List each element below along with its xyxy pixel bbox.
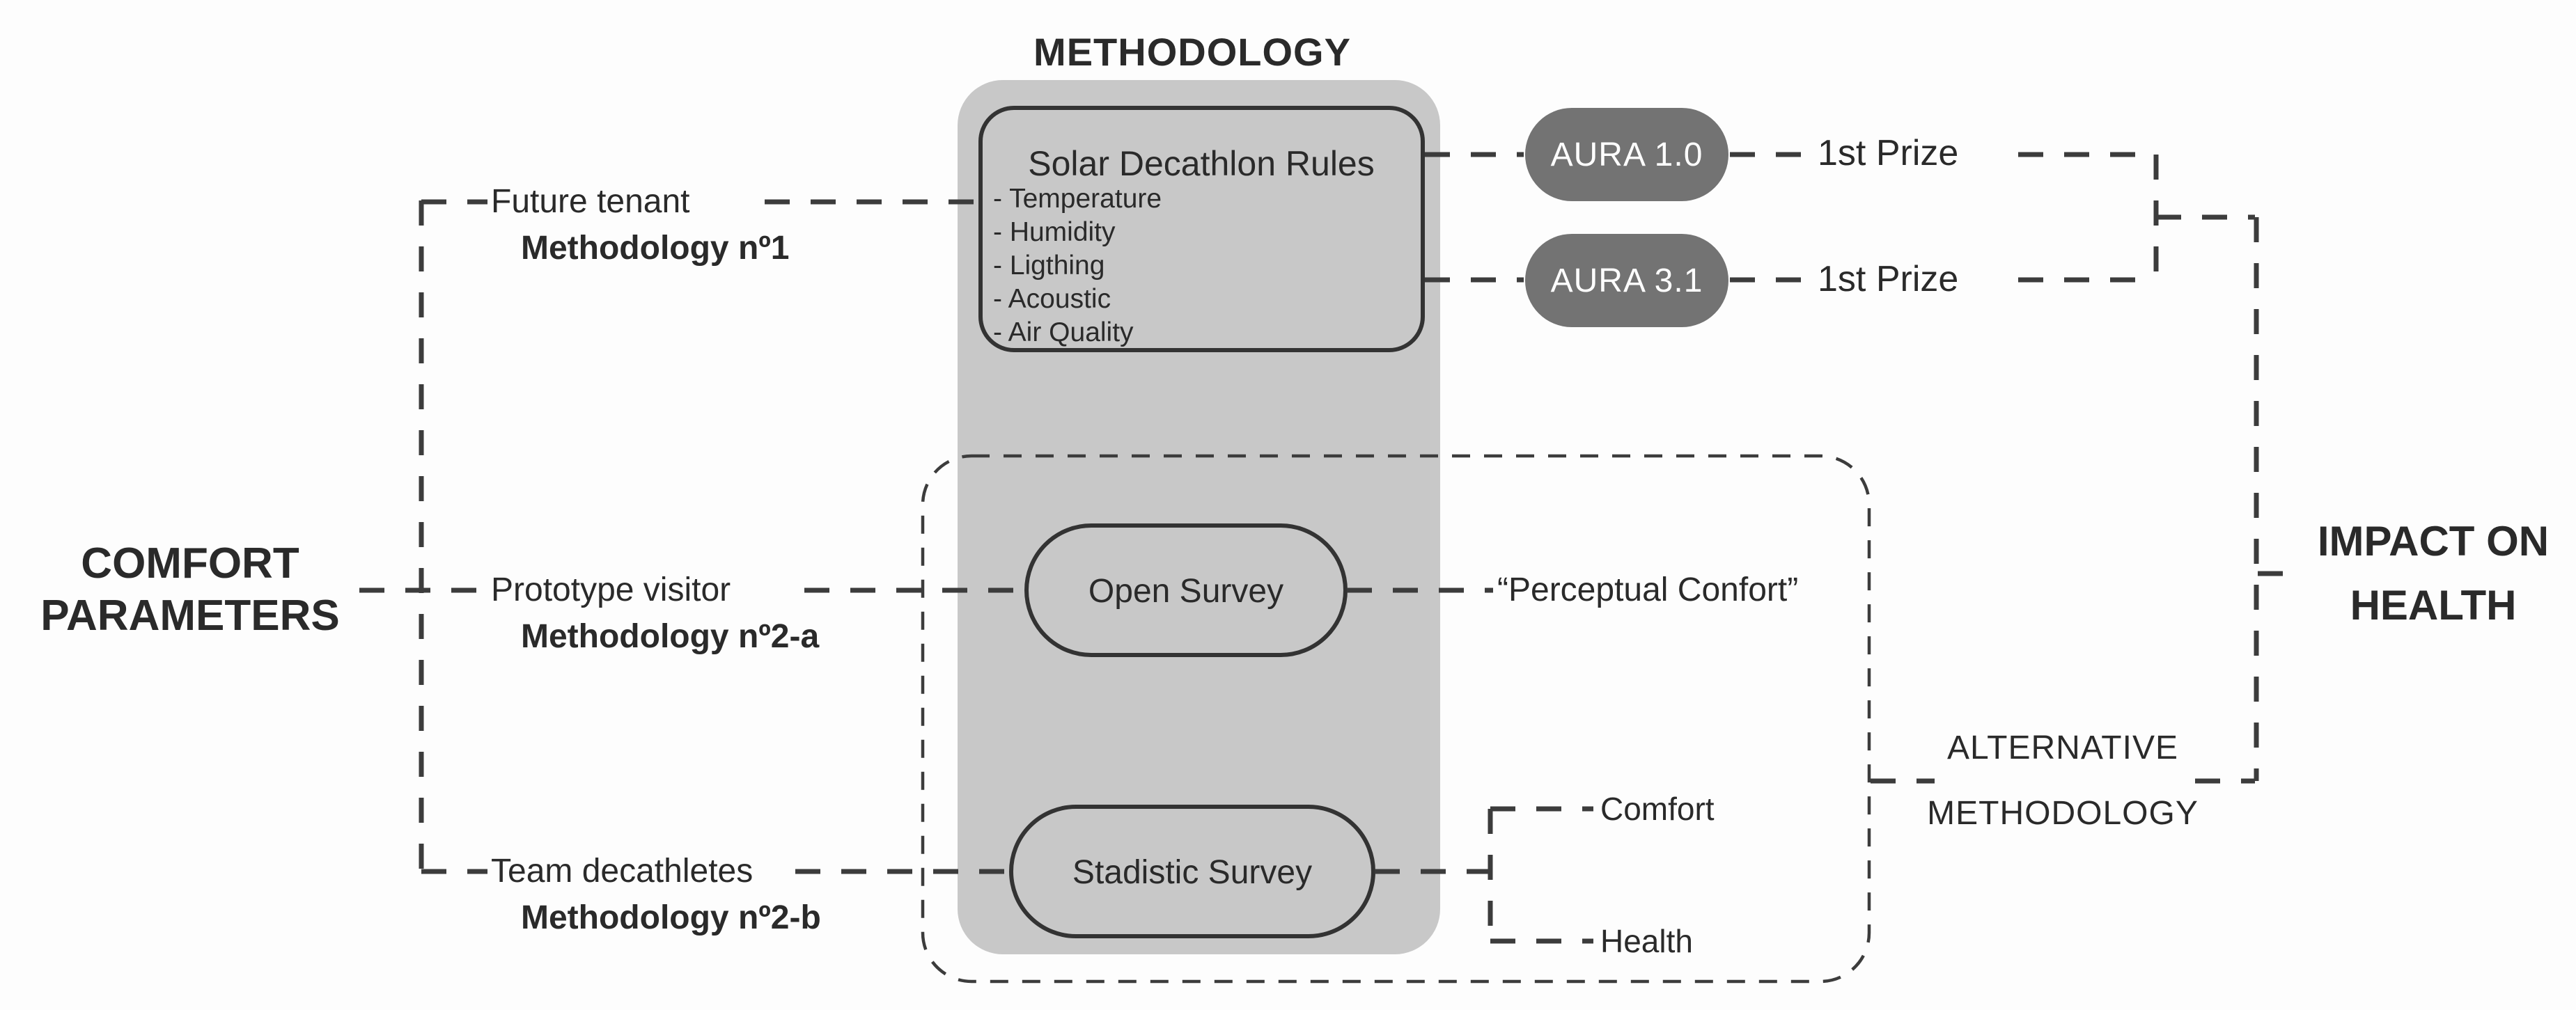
alt-caption-line1: ALTERNATIVE xyxy=(1947,729,2178,766)
aura-3-pill xyxy=(1525,234,1728,327)
methodology-panel xyxy=(958,80,1440,954)
solar-rule-item: - Humidity xyxy=(993,217,1116,247)
row-label-team-decathletes: Team decathletes xyxy=(491,853,754,890)
comfort-parameters-line2: PARAMETERS xyxy=(40,592,340,640)
solar-rule-item: - Ligthing xyxy=(993,251,1105,281)
stadistic-survey-label: Stadistic Survey xyxy=(1072,854,1313,891)
stadistic-survey-oval xyxy=(1009,805,1375,938)
impact-on-health-heading: IMPACT ON HEALTH xyxy=(2270,510,2576,638)
solar-rule-item: - Acoustic xyxy=(993,284,1111,314)
solar-rules-list: - Temperature - Humidity - Ligthing - Ac… xyxy=(993,182,1162,349)
comfort-parameters-heading: COMFORT PARAMETERS xyxy=(26,537,354,642)
prize-label-2: 1st Prize xyxy=(1818,259,1959,299)
row-method-1: Methodology nº1 xyxy=(521,230,790,267)
branch-comfort-label: Comfort xyxy=(1600,791,1715,827)
row-method-2b: Methodology nº2-b xyxy=(521,899,821,936)
branch-health-label: Health xyxy=(1600,923,1693,959)
perceptual-comfort-label: “Perceptual Confort” xyxy=(1497,571,1799,608)
prize-label-1: 1st Prize xyxy=(1818,133,1959,173)
dashed-connectors xyxy=(359,152,2304,944)
open-survey-oval xyxy=(1024,523,1348,657)
impact-heading-line1: IMPACT ON xyxy=(2317,518,2550,565)
aura-3-label: AURA 3.1 xyxy=(1550,262,1703,299)
aura-1-label: AURA 1.0 xyxy=(1550,136,1703,173)
solar-rules-title: Solar Decathlon Rules xyxy=(1028,144,1375,183)
solar-rules-box xyxy=(978,106,1425,352)
solar-rule-item: - Air Quality xyxy=(993,317,1134,347)
alt-caption-line2: METHODOLOGY xyxy=(1927,795,2199,832)
aura-1-pill xyxy=(1525,108,1728,201)
page-title: METHODOLOGY xyxy=(1033,30,1351,74)
row-label-future-tenant: Future tenant xyxy=(491,183,690,220)
alternative-methodology-outline xyxy=(921,454,1871,984)
row-label-prototype-visitor: Prototype visitor xyxy=(491,571,731,608)
comfort-parameters-line1: COMFORT xyxy=(81,539,299,587)
row-method-2a: Methodology nº2-a xyxy=(521,618,820,655)
open-survey-label: Open Survey xyxy=(1088,573,1284,610)
alternative-methodology-caption: ALTERNATIVE METHODOLOGY xyxy=(1889,716,2237,846)
impact-heading-line2: HEALTH xyxy=(2350,582,2517,629)
solar-rule-item: - Temperature xyxy=(993,184,1162,214)
